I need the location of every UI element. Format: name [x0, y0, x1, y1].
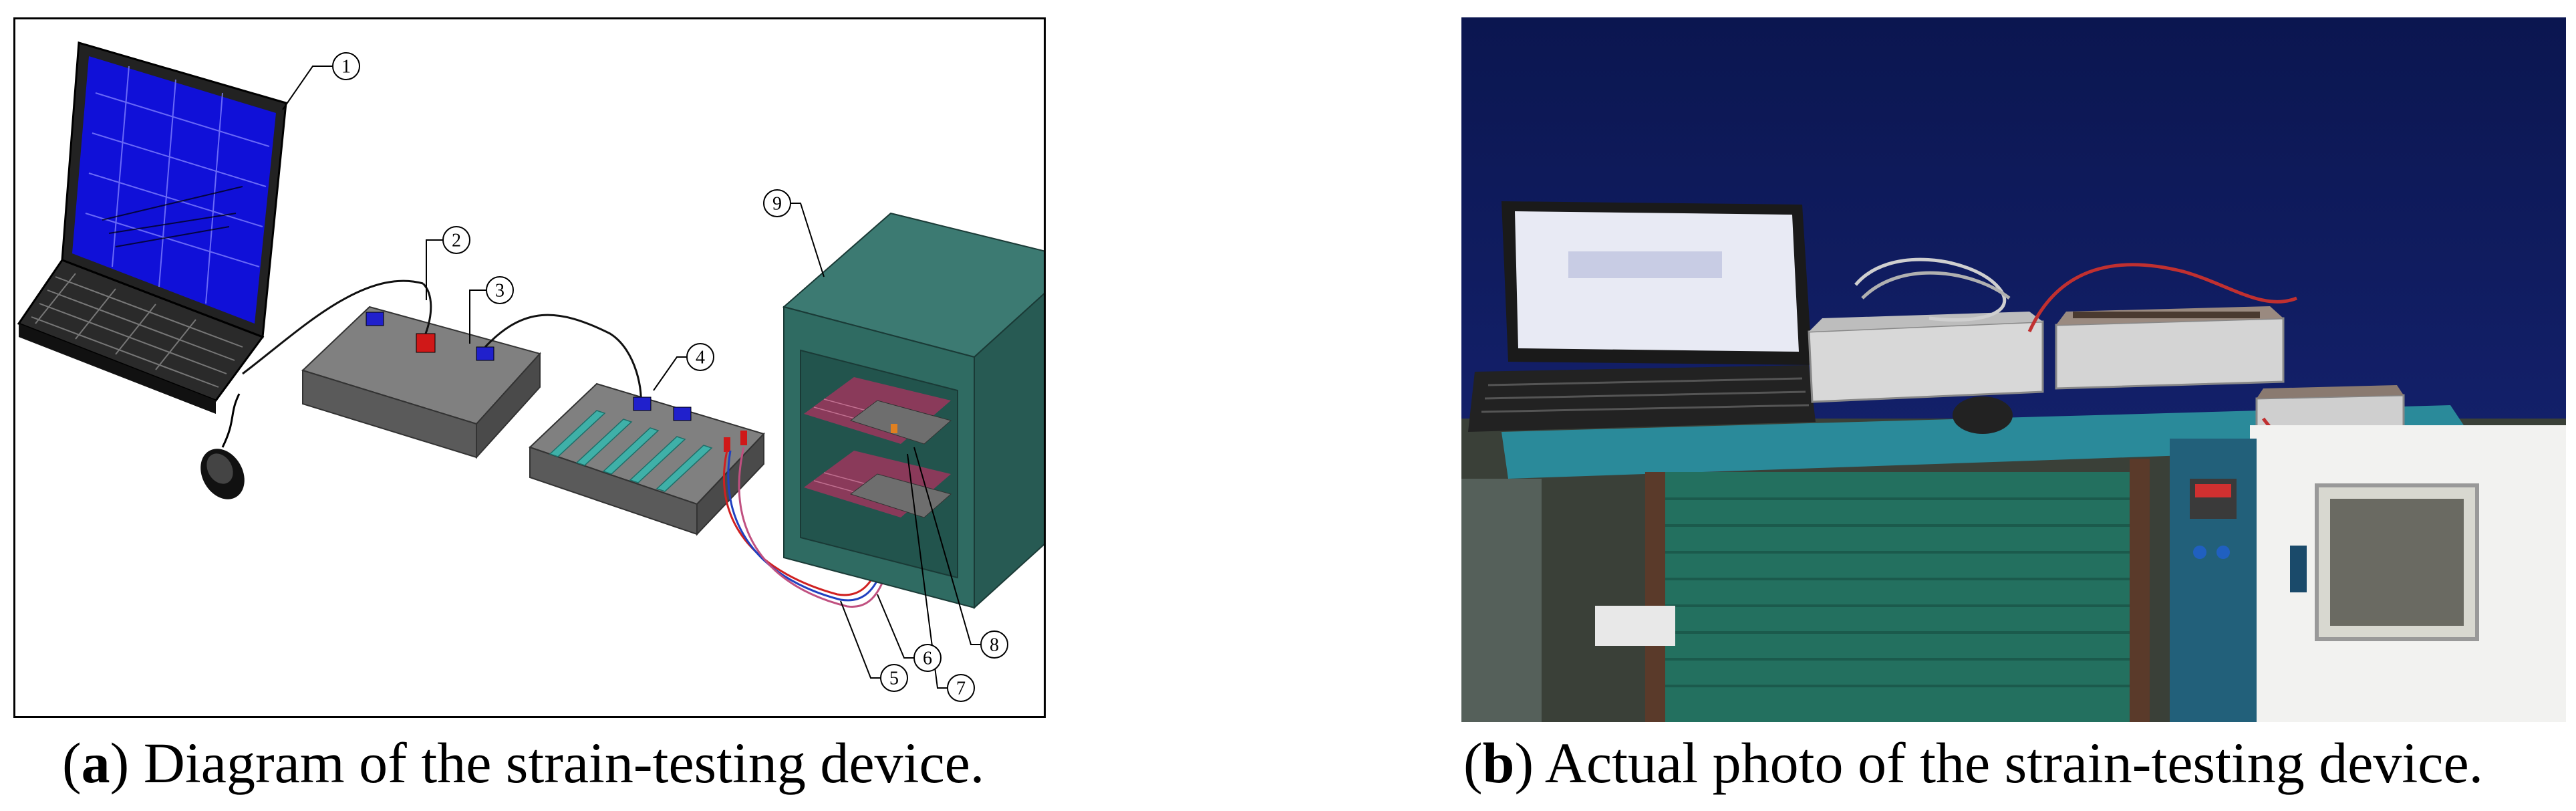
- caption-b-letter: b: [1482, 731, 1515, 795]
- callout-5: 5: [889, 669, 899, 689]
- photo-oven: [2170, 425, 2566, 722]
- callout-9: 9: [772, 194, 782, 215]
- callout-1-circle: [332, 52, 360, 80]
- diagram-panel: 1 2 3 4 5 6 7 8 9: [13, 17, 1046, 718]
- callout-2-circle: [442, 226, 470, 254]
- laptop: [17, 41, 287, 414]
- caption-a-letter: a: [81, 731, 110, 795]
- photo-illustration: [1461, 17, 2566, 722]
- table-base: [1655, 472, 2136, 722]
- mouse: [200, 393, 245, 499]
- table-top: [1501, 405, 2477, 479]
- callout-4: 4: [696, 348, 705, 368]
- callout-3: 3: [495, 281, 505, 302]
- device-photo: [1461, 17, 2566, 722]
- callout-5-circle: [880, 664, 908, 692]
- caption-b: (b) Actual photo of the strain-testing d…: [1463, 731, 2484, 795]
- callout-9-circle: [763, 189, 791, 217]
- callout-7-circle: [947, 674, 975, 702]
- caption-a-text: Diagram of the strain-testing device.: [143, 731, 985, 795]
- device-diagram: 1 2 3 4 5 6 7 8 9: [17, 41, 1044, 702]
- data-acquisition-box: [301, 306, 541, 459]
- callout-6: 6: [923, 649, 932, 669]
- photo-mouse: [1953, 396, 2013, 434]
- callout-2: 2: [452, 231, 461, 251]
- photo-data-loggers: [1808, 306, 2405, 447]
- photo-power-strip: [1595, 606, 1675, 646]
- strain-gauge-board: [529, 382, 765, 536]
- callout-8: 8: [990, 635, 999, 656]
- environmental-chamber: [782, 212, 1044, 610]
- caption-b-text: Actual photo of the strain-testing devic…: [1544, 731, 2484, 795]
- callout-1: 1: [341, 57, 351, 78]
- callout-8-circle: [980, 630, 1008, 659]
- callout-4-circle: [686, 343, 714, 371]
- photo-laptop: [1468, 201, 1816, 432]
- callout-7: 7: [956, 679, 966, 699]
- callout-6-circle: [913, 644, 942, 672]
- callout-3-circle: [486, 276, 514, 304]
- caption-a: (a) Diagram of the strain-testing device…: [62, 731, 985, 795]
